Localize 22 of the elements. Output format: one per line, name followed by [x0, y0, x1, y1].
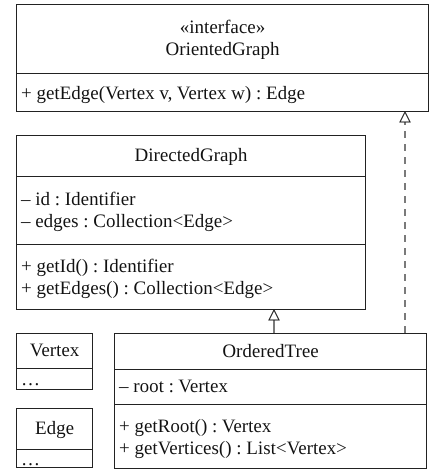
attribute-text: – id : Identifier	[21, 188, 136, 210]
class-box	[16, 4, 429, 112]
class-box	[16, 408, 93, 468]
class-box	[114, 333, 427, 469]
class-name: OrderedTree	[222, 340, 319, 362]
class-box	[16, 135, 366, 310]
class-name: DirectedGraph	[134, 145, 248, 167]
class-name: Edge	[34, 418, 74, 440]
attribute-text: – edges : Collection<Edge>	[21, 210, 233, 232]
class-name: «interface» OrientedGraph	[164, 17, 280, 61]
class-box	[16, 333, 93, 390]
inheritance-arrow	[268, 309, 280, 333]
ellipsis-text: …	[21, 448, 40, 470]
realization-arrow	[399, 111, 411, 333]
ellipsis-text: …	[21, 369, 40, 391]
method-text: + getEdges() : Collection<Edge>	[21, 278, 274, 300]
class-name: Vertex	[30, 340, 80, 362]
method-text: + getRoot() : Vertex	[119, 416, 272, 438]
method-text: + getVertices() : List<Vertex>	[119, 438, 347, 460]
attribute-text: – root : Vertex	[119, 376, 228, 398]
method-text: + getId() : Identifier	[21, 256, 174, 278]
method-text: + getEdge(Vertex v, Vertex w) : Edge	[21, 82, 306, 104]
